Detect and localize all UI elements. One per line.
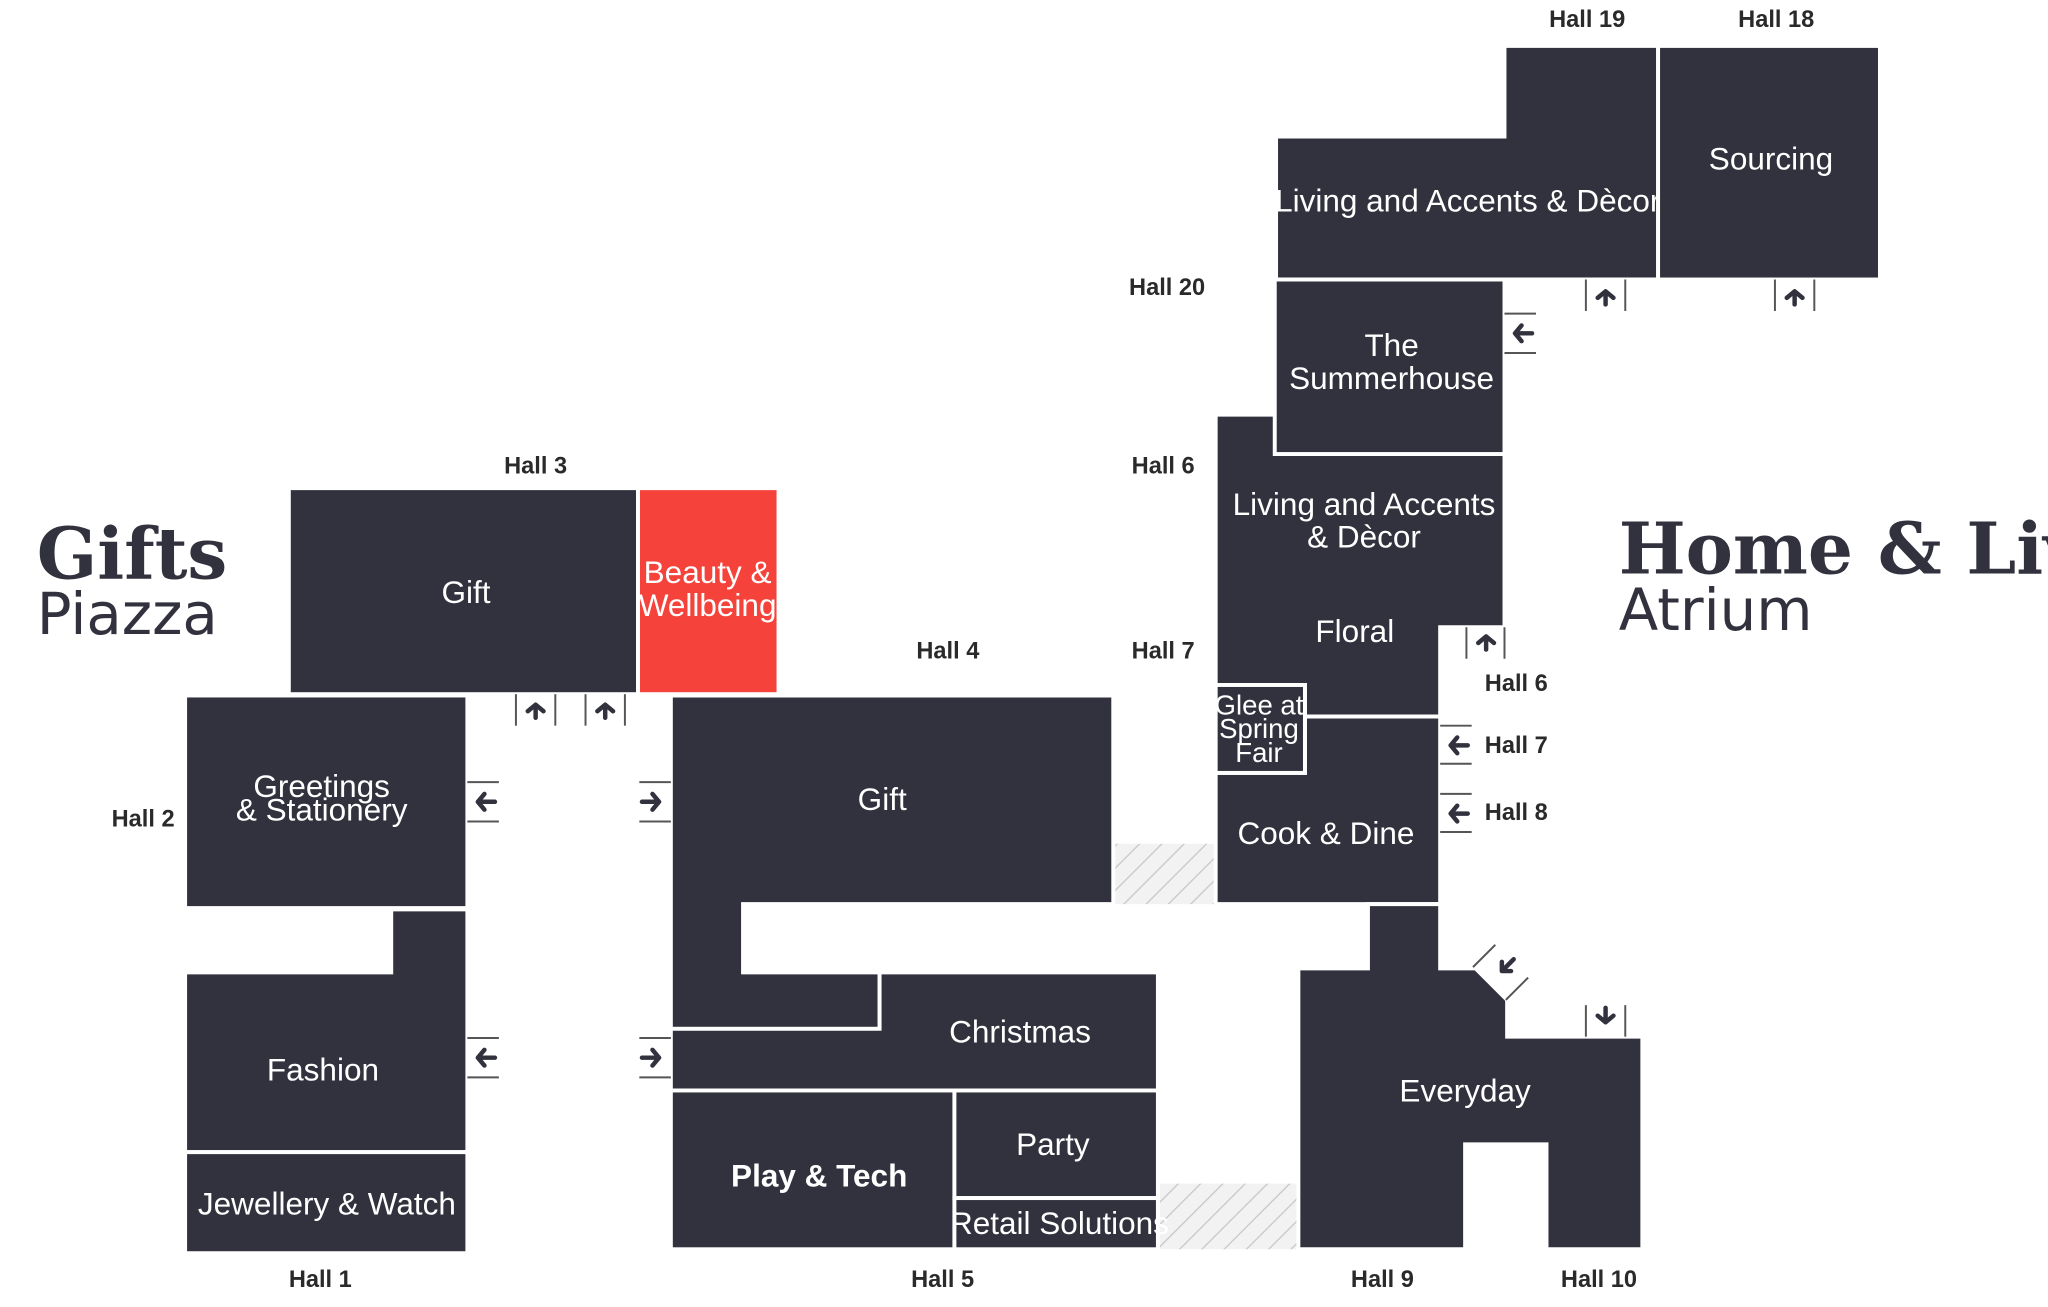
zone-beauty-wellbeing[interactable] — [636, 486, 781, 697]
hall-label: Hall 9 — [1351, 1267, 1414, 1293]
zone-label: Retail Solutions — [950, 1205, 1169, 1241]
zone-greetings-stationery[interactable] — [183, 693, 470, 911]
arrow-right-icon — [639, 1037, 671, 1079]
zone-label: Wellbeing — [639, 587, 777, 623]
arrow-left-icon — [1440, 792, 1472, 833]
zone-label: Gift — [858, 781, 907, 817]
zone-label: Everyday — [1399, 1072, 1531, 1108]
zone-label: Sourcing — [1709, 141, 1833, 177]
walkway-hatched — [1157, 1183, 1299, 1250]
hall-label: Hall 1 — [289, 1267, 352, 1293]
zone-label: Jewellery & Watch — [198, 1185, 456, 1221]
zone-label: Spring — [1219, 713, 1299, 744]
hall-label: Hall 6 — [1132, 453, 1195, 479]
zone-fashion[interactable] — [183, 907, 470, 1155]
gifts-area-title: Gifts — [37, 512, 228, 596]
hall-label: Hall 20 — [1129, 275, 1205, 301]
hall-label: Hall 6 — [1485, 671, 1548, 697]
zone-label: Greetings — [253, 768, 390, 804]
hall-label: Hall 7 — [1485, 733, 1548, 759]
zone-label: Fashion — [267, 1051, 379, 1087]
zone-label: Summerhouse — [1289, 360, 1494, 396]
zone-label: & Stationery — [236, 792, 408, 828]
zone-label: Fair — [1235, 737, 1282, 768]
hall-label: Hall 5 — [911, 1267, 974, 1293]
zone-living-accents-decor-hall19[interactable] — [1274, 43, 1661, 282]
zone-play-tech[interactable] — [668, 1088, 957, 1252]
zone-label: & Dècor — [1307, 519, 1421, 555]
arrow-down-left-icon — [1472, 944, 1529, 1001]
hall-label: Hall 19 — [1549, 7, 1625, 33]
zone-label: The — [1364, 327, 1418, 363]
arrow-left-icon — [467, 781, 499, 823]
arrow-up-icon — [1773, 279, 1816, 312]
zone-retail-solutions[interactable] — [952, 1196, 1160, 1252]
zone-everyday[interactable] — [1296, 902, 1645, 1252]
zone-label: Living and Accents & Dècor — [1275, 183, 1660, 219]
walkway-hatched — [1113, 843, 1216, 905]
arrow-right-icon — [639, 781, 671, 823]
hall-label: Hall 18 — [1738, 7, 1814, 33]
home-area-subtitle: Atrium — [1619, 576, 1813, 644]
zone-label: Christmas — [949, 1013, 1091, 1049]
arrow-left-icon — [467, 1037, 499, 1079]
hall-label: Hall 7 — [1132, 638, 1195, 664]
arrow-left-icon — [1440, 724, 1472, 765]
zone-label: Play & Tech — [731, 1158, 907, 1194]
zone-label: Beauty & — [644, 554, 772, 590]
arrow-up-icon — [584, 694, 626, 726]
arrow-down-icon — [1584, 1005, 1627, 1037]
hall-label: Hall 2 — [112, 806, 175, 832]
zone-jewellery-watch[interactable] — [183, 1150, 470, 1256]
hall-label: Hall 4 — [916, 638, 979, 664]
zone-living-accents-floral[interactable] — [1213, 412, 1507, 719]
zone-sourcing[interactable] — [1656, 43, 1882, 282]
hall-label: Hall 3 — [504, 453, 567, 479]
arrow-left-icon — [1504, 312, 1536, 354]
gifts-area-subtitle: Piazza — [37, 580, 218, 648]
zone-party[interactable] — [952, 1088, 1160, 1201]
zone-label: Floral — [1315, 613, 1394, 649]
zone-glee[interactable] — [1213, 683, 1307, 775]
zone-label: Glee at — [1215, 690, 1304, 721]
home-area-title: Home & Living — [1619, 506, 2048, 590]
hall-label: Hall 10 — [1561, 1267, 1637, 1293]
zone-label: Party — [1016, 1126, 1090, 1162]
zone-label: Living and Accents — [1233, 486, 1496, 522]
zone-summerhouse[interactable] — [1272, 277, 1507, 457]
zone-label: Cook & Dine — [1238, 815, 1415, 851]
arrow-up-icon — [514, 694, 557, 726]
arrow-up-icon — [1584, 279, 1627, 312]
zone-label: Gift — [442, 574, 491, 610]
hall-label: Hall 8 — [1485, 800, 1548, 826]
arrow-up-icon — [1465, 627, 1506, 659]
